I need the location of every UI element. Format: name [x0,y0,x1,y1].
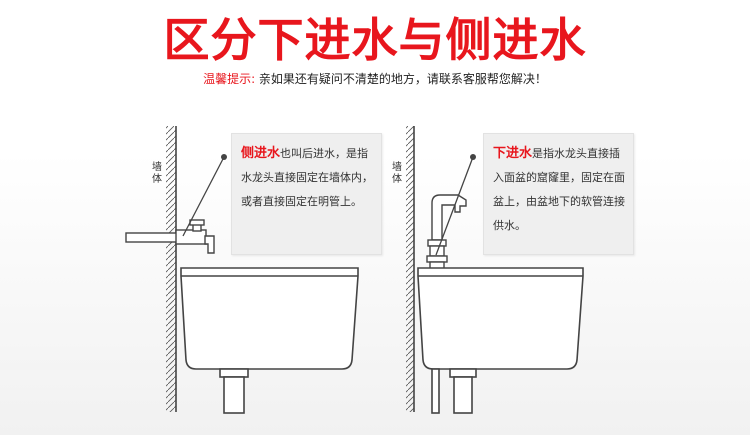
page-title: 区分下进水与侧进水 [163,13,587,67]
tip-text: 亲如果还有疑问不清楚的地方，请联系客服帮您解决！ [255,72,547,86]
left-basin [180,267,359,414]
side-inlet-description: 也叫后进水，是指水龙头直接固定在墙体内，或者直接固定在明管上。 [241,147,373,208]
tip-line: 温馨提示: 亲如果还有疑问不清楚的地方，请联系客服帮您解决！ [0,70,750,87]
left-wall-faucet [125,219,215,254]
left-leader-line [182,154,227,237]
bottom-inlet-description: 是指水龙头直接插入面盆的窟窿里，固定在面盆上，由盆地下的软管连接供水。 [493,147,625,232]
right-leader-line [435,154,476,256]
right-deck-faucet [426,194,467,271]
left-wall [166,126,177,412]
side-inlet-callout: 侧进水也叫后进水，是指水龙头直接固定在墙体内，或者直接固定在明管上。 [231,133,382,255]
bottom-inlet-keyword: 下进水 [493,146,533,161]
tip-label: 温馨提示: [203,72,256,86]
bottom-inlet-callout: 下进水是指水龙头直接插入面盆的窟窿里，固定在面盆上，由盆地下的软管连接供水。 [483,133,634,255]
right-wall-label: 墙体 [392,162,402,185]
left-wall-label: 墙体 [152,162,162,185]
right-wall [406,126,415,412]
right-basin [417,267,584,414]
side-inlet-keyword: 侧进水 [241,146,281,161]
